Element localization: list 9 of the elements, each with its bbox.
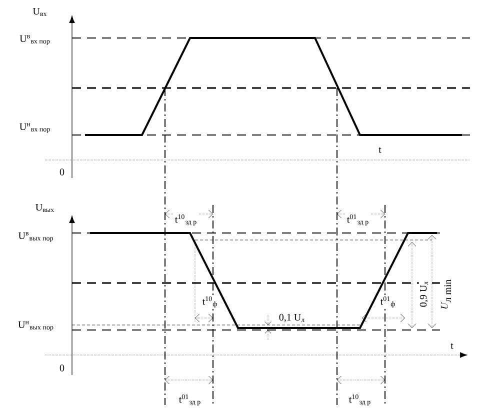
dimension-label: $U_{\mbox{л min}}$ xyxy=(440,278,452,310)
axis-label: 0 xyxy=(58,364,66,372)
axis-label: t xyxy=(450,342,454,350)
dimension-label: 0,1 U$_{л}$ xyxy=(278,312,306,324)
axis-label: U$_{вых}$ xyxy=(34,202,56,214)
axis-label: U$_{вх}$ xyxy=(32,6,48,18)
dimension-label: 0,9 U$_{л}$ xyxy=(418,280,430,308)
axis-label: 0 xyxy=(58,168,66,176)
axis-label: t xyxy=(378,146,382,154)
